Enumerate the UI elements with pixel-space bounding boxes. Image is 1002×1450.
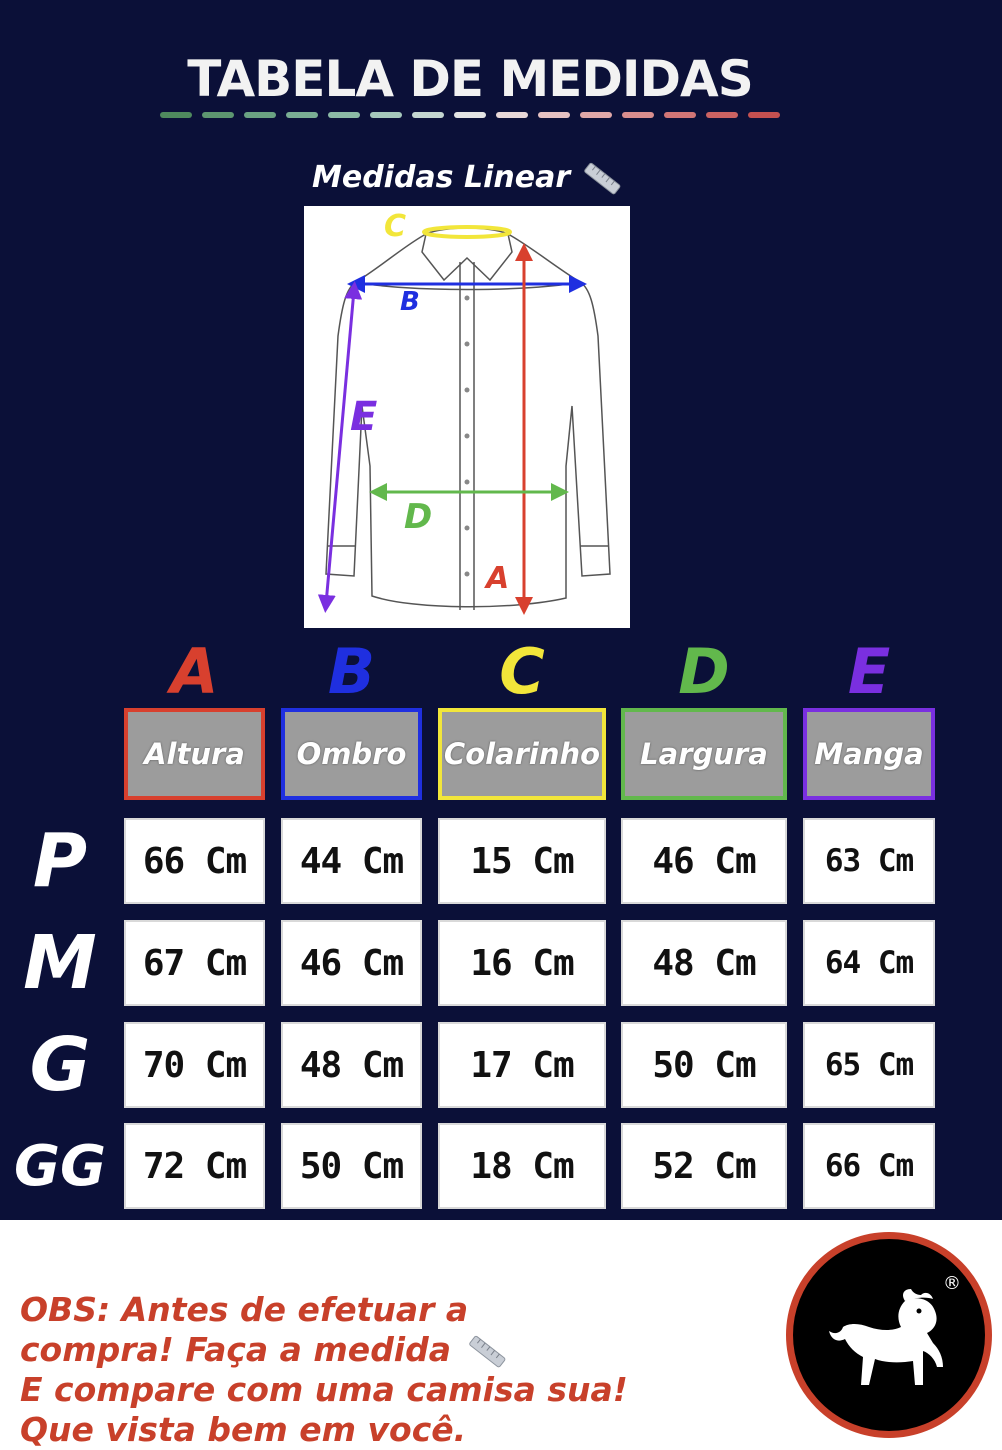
- diagram-label-a: A: [484, 561, 509, 596]
- note-line-text: compra! Faça a medida: [20, 1330, 452, 1369]
- table-cell: 48 Cm: [621, 920, 787, 1006]
- title-dash: [706, 112, 738, 118]
- title-dash: [412, 112, 444, 118]
- table-cell: 15 Cm: [438, 818, 606, 904]
- table-cell: 46 Cm: [621, 818, 787, 904]
- table-cell: 16 Cm: [438, 920, 606, 1006]
- table-cell: 46 Cm: [281, 920, 422, 1006]
- title-underline-dashes: [160, 112, 780, 120]
- column-letter-c: C: [499, 635, 545, 708]
- shirt-illustration: C B E D A: [317, 209, 611, 615]
- subtitle-text: Medidas Linear: [312, 160, 571, 195]
- table-cell: 18 Cm: [438, 1123, 606, 1209]
- column-header-altura: Altura: [124, 708, 265, 800]
- title-dash: [244, 112, 276, 118]
- column-letter-d: D: [678, 635, 730, 708]
- title-dash: [664, 112, 696, 118]
- title-dash: [454, 112, 486, 118]
- table-cell: 44 Cm: [281, 818, 422, 904]
- size-label-p: P: [32, 818, 88, 904]
- table-cell: 48 Cm: [281, 1022, 422, 1108]
- ruler-icon: [583, 162, 620, 194]
- note-line: OBS: Antes de efetuar a: [20, 1290, 469, 1329]
- table-cell: 72 Cm: [124, 1123, 265, 1209]
- table-cell: 17 Cm: [438, 1022, 606, 1108]
- note-line: Que vista bem em você.: [20, 1410, 467, 1449]
- size-label-m: M: [23, 920, 97, 1006]
- title-dash: [370, 112, 402, 118]
- title-dash: [538, 112, 570, 118]
- page-title: TABELA DE MEDIDAS: [187, 50, 753, 108]
- table-cell: 70 Cm: [124, 1022, 265, 1108]
- table-cell: 66 Cm: [803, 1123, 935, 1209]
- column-letter-a: A: [170, 635, 219, 708]
- column-letter-e: E: [847, 635, 891, 708]
- column-header-ombro: Ombro: [281, 708, 422, 800]
- table-cell: 67 Cm: [124, 920, 265, 1006]
- table-cell: 52 Cm: [621, 1123, 787, 1209]
- diagram-label-d: D: [404, 497, 432, 537]
- lion-icon: ®: [829, 1273, 961, 1385]
- ruler-icon: [468, 1335, 505, 1367]
- title-dash: [622, 112, 654, 118]
- table-cell: 65 Cm: [803, 1022, 935, 1108]
- table-cell: 66 Cm: [124, 818, 265, 904]
- brand-logo: ®: [786, 1232, 992, 1438]
- column-header-colarinho: Colarinho: [438, 708, 606, 800]
- sleeve-measure-line: [317, 281, 363, 613]
- title-dash: [580, 112, 612, 118]
- column-header-largura: Largura: [621, 708, 787, 800]
- diagram-label-e: E: [350, 394, 377, 440]
- title-dash: [748, 112, 780, 118]
- table-cell: 64 Cm: [803, 920, 935, 1006]
- title-dash: [160, 112, 192, 118]
- diagram-label-c: C: [384, 209, 406, 244]
- title-dash: [286, 112, 318, 118]
- note-line: compra! Faça a medida: [20, 1330, 740, 1370]
- collar-measure-line: [422, 225, 512, 239]
- column-header-manga: Manga: [803, 708, 935, 800]
- table-cell: 50 Cm: [621, 1022, 787, 1108]
- column-letter-b: B: [327, 635, 376, 708]
- shirt-diagram: C B E D A: [304, 206, 630, 628]
- table-cell: 50 Cm: [281, 1123, 422, 1209]
- title-dash: [202, 112, 234, 118]
- registered-mark: ®: [943, 1273, 961, 1294]
- title-dash: [328, 112, 360, 118]
- title-dash: [496, 112, 528, 118]
- diagram-label-b: B: [400, 287, 420, 317]
- size-chart-panel: TABELA DE MEDIDAS Medidas Linear: [0, 0, 1002, 1220]
- size-label-g: G: [29, 1022, 91, 1108]
- observation-note: OBS: Antes de efetuar a compra! Faça a m…: [20, 1290, 740, 1450]
- size-label-gg: GG: [14, 1134, 106, 1199]
- table-cell: 63 Cm: [803, 818, 935, 904]
- note-line: E compare com uma camisa sua!: [20, 1370, 628, 1409]
- diagram-subtitle: Medidas Linear: [312, 160, 623, 197]
